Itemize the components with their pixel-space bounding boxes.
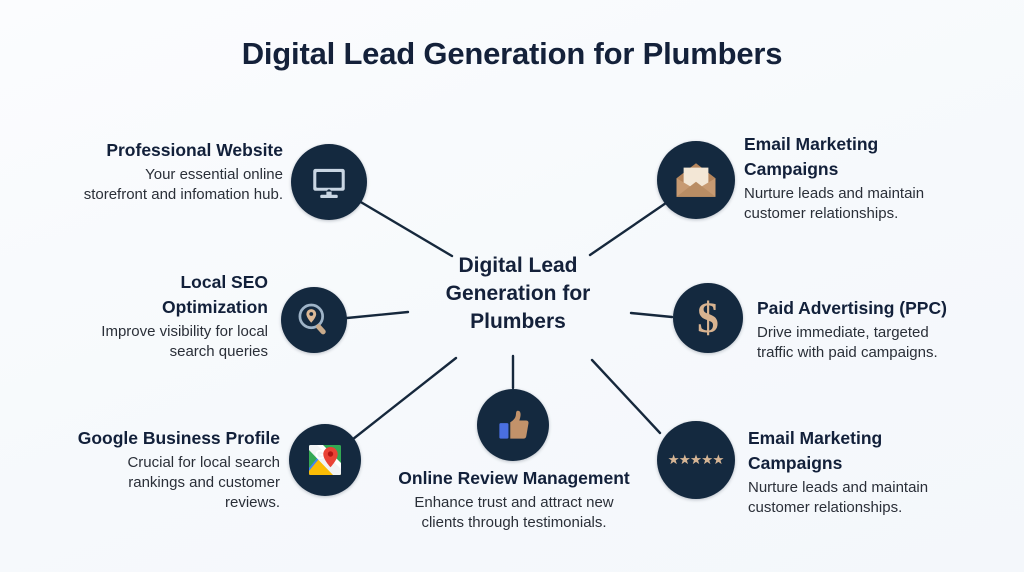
desc-local-seo-line1: Improve visibility for local (101, 322, 268, 340)
text-paid-advertising: Paid Advertising (PPC) Drive immediate, … (757, 298, 1019, 363)
text-online-review-management: Online Review Management Enhance trust a… (358, 468, 670, 533)
magnifier-pin-icon (294, 300, 334, 340)
title-google-business-profile: Google Business Profile (77, 428, 280, 448)
desc-professional-website-line2: storefront and infomation hub. (83, 185, 283, 203)
title-paid-advertising: Paid Advertising (PPC) (757, 298, 947, 318)
envelope-icon (673, 160, 719, 200)
text-professional-website: Professional Website Your essential onli… (18, 140, 283, 205)
title-email-marketing-bottom-line2: Campaigns (748, 452, 843, 473)
monitor-icon (308, 161, 350, 203)
svg-text:$: $ (697, 295, 719, 341)
title-local-seo-line1: Local SEO (180, 272, 268, 292)
desc-google-business-profile-line2: rankings and customer (128, 473, 280, 491)
title-professional-website: Professional Website (106, 140, 283, 160)
desc-email-marketing-top-line2: customer relationships. (744, 204, 899, 222)
desc-google-business-profile-line3: reviews. (224, 494, 280, 512)
desc-professional-website-line1: Your essential online (145, 165, 283, 183)
node-paid-advertising[interactable]: $ (673, 283, 743, 353)
hub-line-1: Digital Lead (458, 254, 578, 277)
node-professional-website[interactable] (291, 144, 367, 220)
connector-email-top (588, 201, 668, 257)
desc-google-business-profile-line1: Crucial for local search (127, 453, 280, 471)
page-title: Digital Lead Generation for Plumbers (241, 36, 783, 71)
desc-email-marketing-top-line1: Nurture leads and maintain (744, 184, 925, 202)
node-google-business-profile[interactable]: G (289, 424, 361, 496)
desc-email-marketing-bottom-line2: customer relationships. (748, 498, 903, 516)
desc-email-marketing-bottom-line1: Nurture leads and maintain (748, 478, 929, 496)
hub-line-3: Plumbers (470, 309, 566, 333)
hub-line-2: Generation for (445, 281, 591, 305)
title-email-marketing-bottom-line1: Email Marketing (748, 428, 883, 448)
text-email-marketing-top: Email Marketing Campaigns Nurture leads … (744, 134, 1009, 224)
dollar-sign-icon: $ (688, 295, 728, 341)
desc-local-seo-line2: search queries (169, 342, 268, 360)
node-email-marketing-top[interactable] (657, 141, 735, 219)
desc-paid-advertising-line1: Drive immediate, targeted (757, 323, 929, 341)
connector-paid-advertising (629, 311, 674, 319)
desc-online-review-management-line2: clients through testimonials. (421, 513, 607, 531)
thumbs-up-icon (493, 405, 533, 445)
svg-text:G: G (315, 447, 325, 462)
text-local-seo: Local SEO Optimization Improve visibilit… (18, 272, 268, 362)
connector-local-seo (345, 310, 410, 320)
text-google-business-profile: Google Business Profile Crucial for loca… (10, 428, 280, 513)
desc-online-review-management-line1: Enhance trust and attract new (414, 493, 614, 511)
node-email-marketing-bottom[interactable] (657, 421, 735, 499)
five-stars-icon (668, 453, 724, 467)
title-local-seo-line2: Optimization (162, 296, 268, 317)
hub-label: Digital Lead Generation for Plumbers (404, 252, 632, 336)
desc-paid-advertising-line2: traffic with paid campaigns. (757, 343, 938, 361)
connector-professional-website (357, 199, 454, 258)
node-online-review-management[interactable] (477, 389, 549, 461)
connector-google-business (346, 356, 458, 445)
node-local-seo[interactable] (281, 287, 347, 353)
google-maps-icon: G (303, 438, 347, 482)
title-email-marketing-top-line2: Campaigns (744, 158, 839, 179)
title-email-marketing-top-line1: Email Marketing (744, 134, 879, 154)
title-online-review-management: Online Review Management (398, 468, 630, 488)
connector-email-bottom (590, 358, 662, 435)
text-email-marketing-bottom: Email Marketing Campaigns Nurture leads … (748, 428, 1016, 518)
